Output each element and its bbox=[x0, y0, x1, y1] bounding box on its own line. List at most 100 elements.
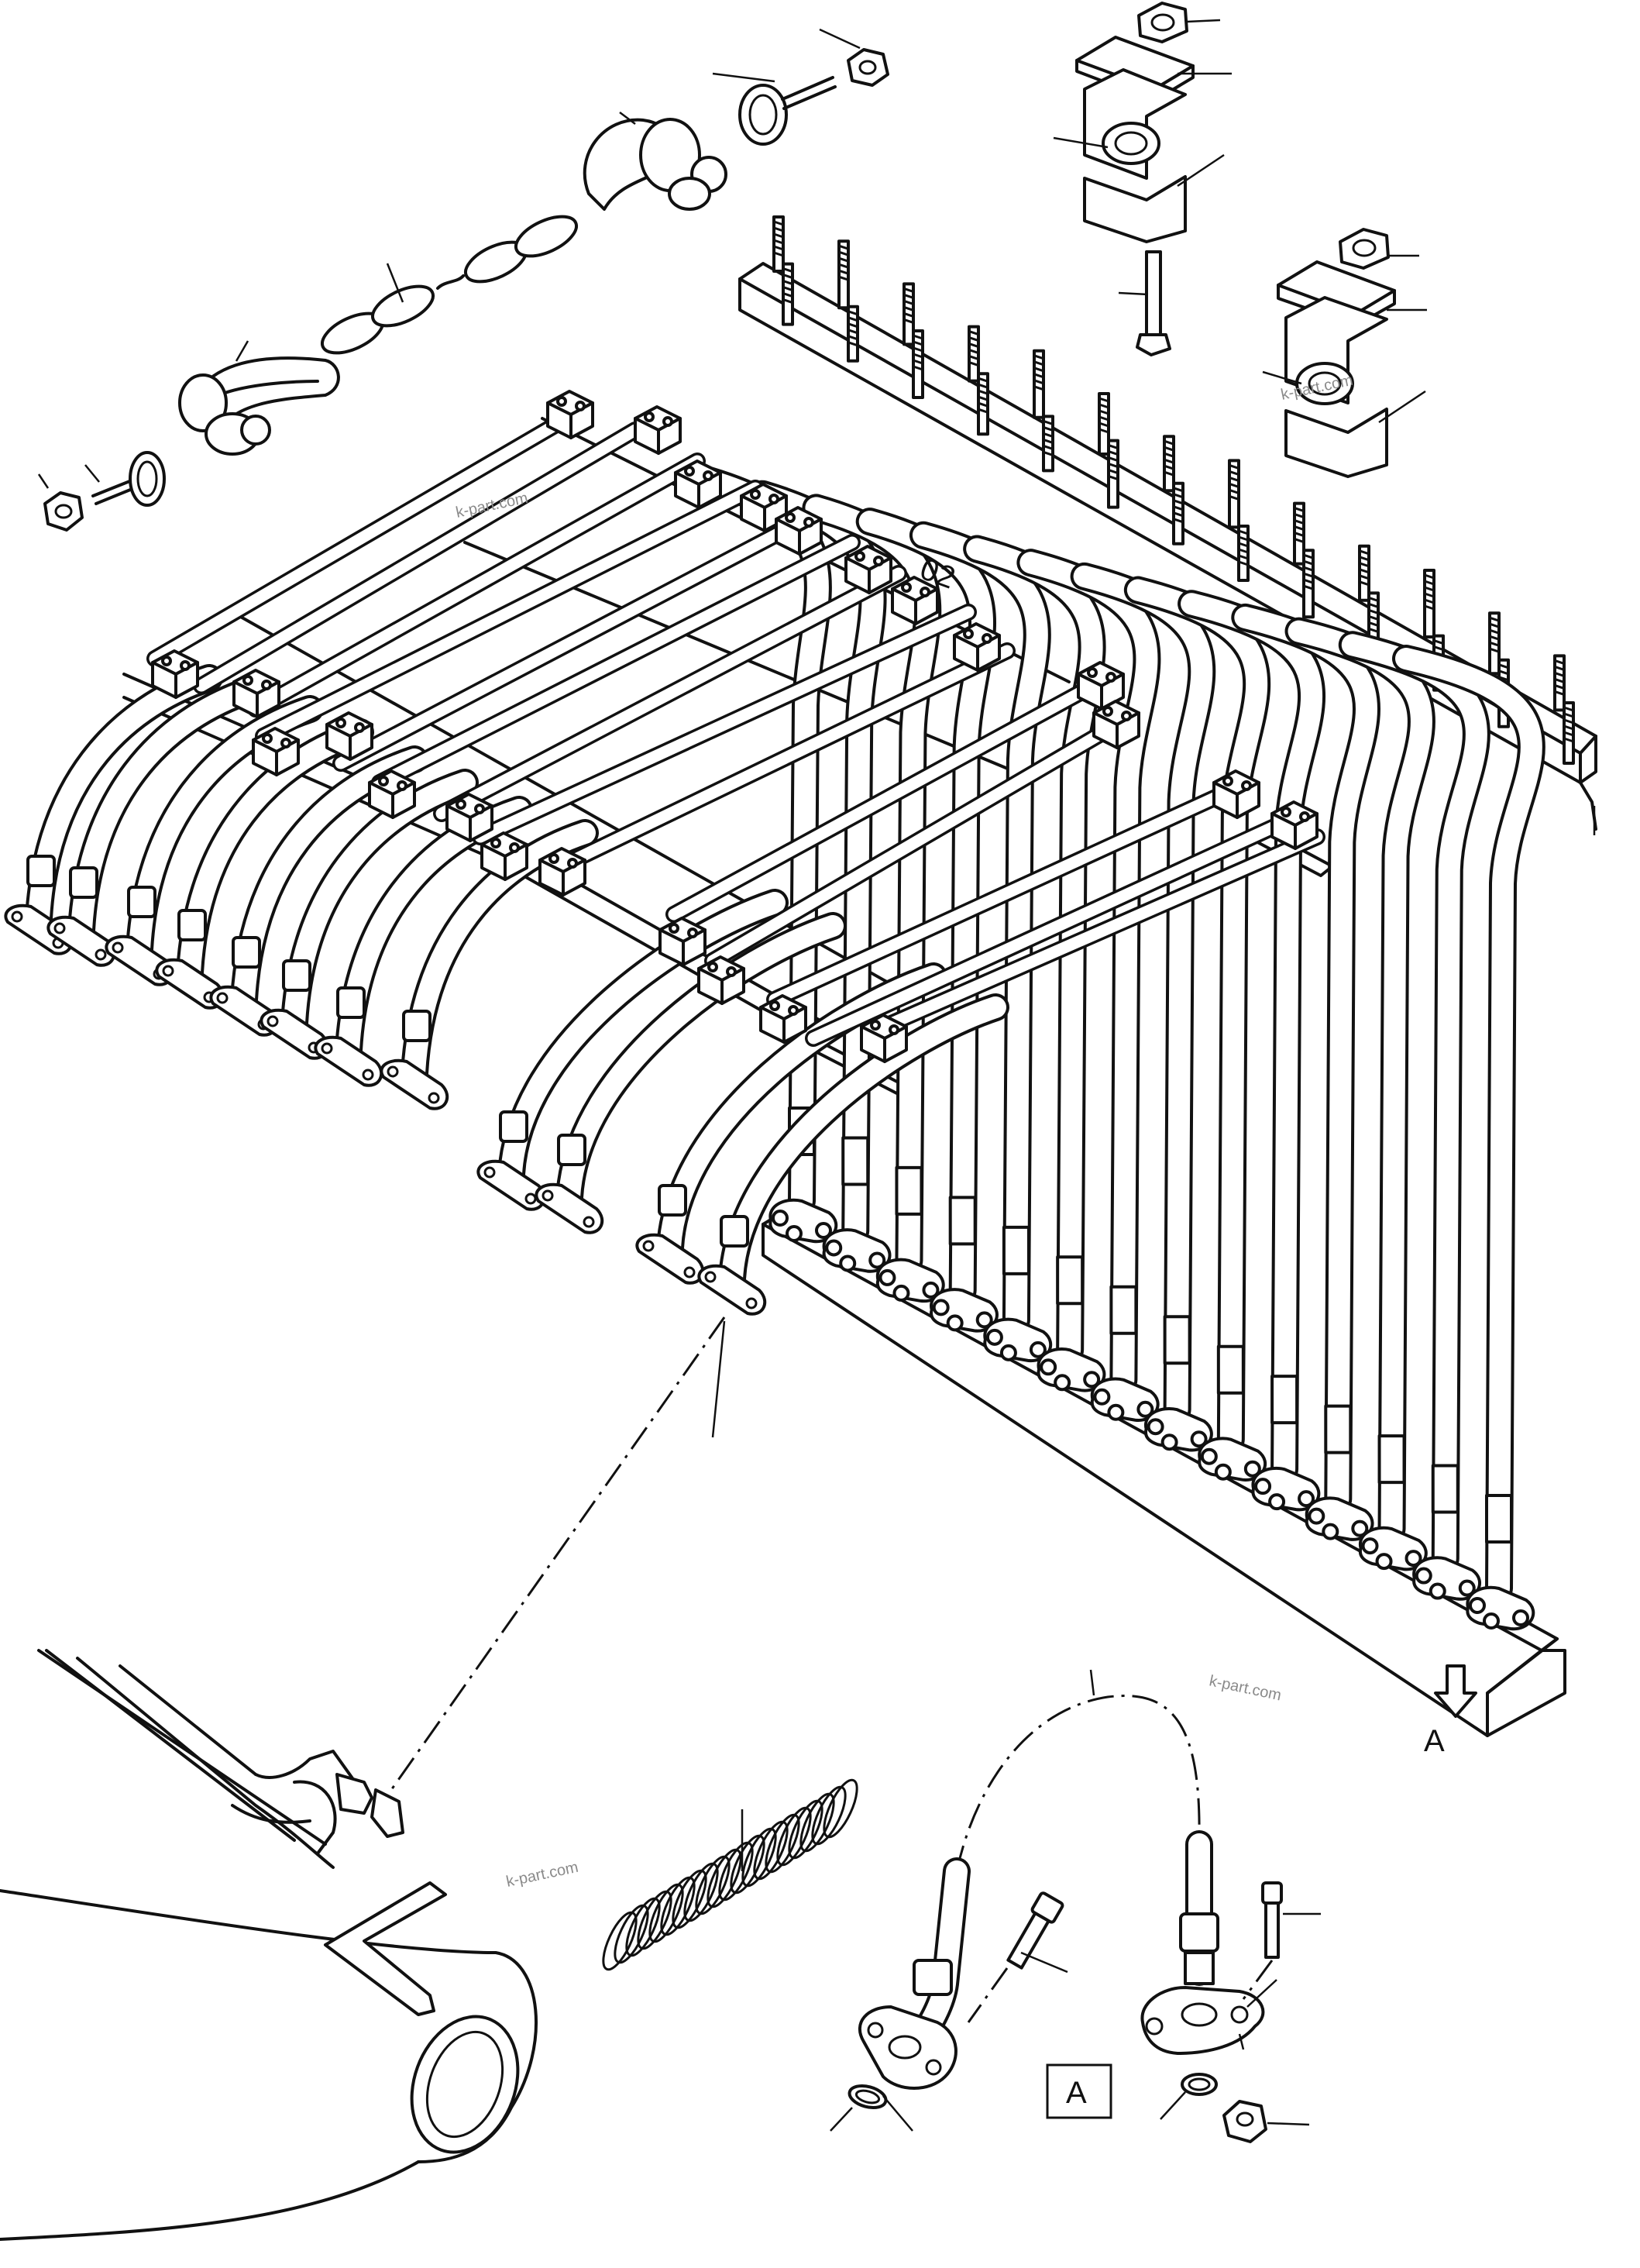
watermark-3: k-part.com bbox=[1208, 1672, 1283, 1704]
pipe-clamp bbox=[860, 1014, 908, 1063]
pipe bbox=[472, 604, 977, 845]
clamp-set-lower bbox=[1262, 228, 1427, 478]
pipe-clamp bbox=[891, 576, 939, 625]
pipe-clamp bbox=[658, 917, 707, 966]
manifold-flange bbox=[1037, 1347, 1106, 1392]
pipe-clamps bbox=[151, 390, 1319, 1063]
manifold-flange bbox=[1412, 1556, 1482, 1601]
pipe bbox=[766, 778, 1248, 1008]
manifold-flange bbox=[768, 1198, 838, 1244]
front-hose bbox=[697, 993, 1009, 1316]
view-arrow-a bbox=[1434, 1664, 1477, 1718]
manifold-flange bbox=[875, 1258, 945, 1303]
stud bbox=[1423, 569, 1435, 638]
pipe-clamp bbox=[740, 483, 788, 532]
manifold-flange bbox=[1251, 1466, 1321, 1512]
pipe-clamp bbox=[697, 955, 745, 1005]
stud bbox=[772, 215, 785, 273]
machine-boom bbox=[0, 1649, 538, 2241]
stud-rail bbox=[738, 262, 1597, 835]
pipe bbox=[146, 406, 582, 667]
connection-line bbox=[390, 1316, 726, 1791]
manifold-flange bbox=[1198, 1437, 1267, 1482]
stud bbox=[1163, 435, 1175, 493]
pipe-clamp bbox=[634, 405, 682, 455]
pipe bbox=[332, 511, 814, 772]
front-hose bbox=[380, 819, 599, 1110]
manifold-flange bbox=[1358, 1526, 1428, 1571]
eye-bolt-right bbox=[712, 72, 837, 146]
manifold-flange bbox=[1305, 1496, 1374, 1541]
stud bbox=[1107, 439, 1119, 509]
stud bbox=[1563, 701, 1575, 765]
stud bbox=[1358, 544, 1370, 602]
pipe-clamp bbox=[538, 847, 586, 897]
pipe-clamp bbox=[674, 459, 722, 509]
watermark-4: k-part.com bbox=[504, 1859, 579, 1891]
manifold-flange bbox=[1090, 1377, 1160, 1422]
pipe-clamp bbox=[1092, 700, 1140, 749]
pipe bbox=[549, 642, 1016, 876]
pipe-clamp bbox=[480, 831, 528, 881]
pipe bbox=[805, 813, 1294, 1047]
pipe bbox=[433, 565, 907, 822]
pipe-clamp bbox=[1212, 769, 1260, 819]
pipe-clamp bbox=[368, 769, 416, 819]
stud bbox=[1033, 349, 1045, 419]
front-hose bbox=[535, 912, 847, 1234]
stud bbox=[903, 282, 915, 346]
pipe-clamp bbox=[151, 649, 199, 699]
stud bbox=[1172, 481, 1184, 545]
front-hose bbox=[476, 889, 789, 1211]
stud bbox=[1302, 549, 1315, 619]
stud bbox=[912, 329, 924, 399]
front-hose bbox=[46, 676, 266, 967]
view-label: A bbox=[1424, 1724, 1445, 1758]
straight-pipes bbox=[146, 406, 1325, 1047]
stud bbox=[968, 325, 980, 383]
front-hose bbox=[260, 769, 479, 1060]
pipe-clamp bbox=[232, 669, 280, 718]
pipe bbox=[704, 712, 1132, 969]
pipe-clamp bbox=[759, 994, 807, 1044]
stud bbox=[1488, 611, 1501, 676]
coil-spring bbox=[602, 1778, 858, 1971]
stud bbox=[1293, 501, 1305, 566]
pipe-clamp bbox=[844, 545, 892, 594]
pipe bbox=[867, 828, 1325, 1039]
manifold-flange bbox=[930, 1288, 999, 1333]
pipe-clamp bbox=[325, 711, 373, 761]
detail-box bbox=[1046, 2063, 1112, 2119]
manifold-flange bbox=[822, 1228, 892, 1273]
pipe bbox=[371, 534, 861, 791]
stud bbox=[1098, 392, 1110, 456]
stud bbox=[837, 239, 850, 310]
pipe-clamp bbox=[546, 390, 594, 439]
manifold-flange bbox=[1466, 1585, 1535, 1631]
stud bbox=[847, 305, 859, 363]
pipe bbox=[247, 453, 706, 718]
manifold-flange bbox=[983, 1317, 1053, 1362]
pipe-clamp bbox=[953, 622, 1001, 672]
front-hoses bbox=[4, 664, 1009, 1316]
detail-a bbox=[830, 1669, 1321, 2143]
pipe bbox=[255, 480, 764, 745]
clamp-set-upper bbox=[1053, 2, 1232, 356]
stud bbox=[782, 262, 794, 326]
pipe-clamp bbox=[775, 506, 823, 556]
rigging-hardware bbox=[37, 28, 889, 532]
bolt-left bbox=[84, 451, 166, 507]
stud bbox=[1237, 525, 1250, 582]
pipe-clamp bbox=[445, 793, 493, 842]
stud bbox=[1042, 415, 1054, 473]
pipe-clamp bbox=[252, 727, 300, 776]
stud bbox=[977, 372, 989, 436]
nut-left bbox=[37, 473, 84, 532]
front-hose bbox=[155, 718, 374, 1010]
pipe-clamp bbox=[1270, 800, 1319, 850]
shackle-left bbox=[178, 340, 340, 456]
shackle-right bbox=[583, 112, 727, 211]
chain bbox=[321, 215, 578, 355]
nut-right bbox=[819, 28, 889, 87]
